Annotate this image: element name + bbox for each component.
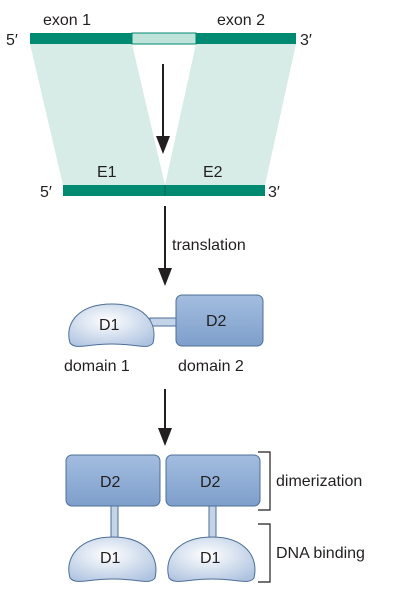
three-prime-mrna: 3′ <box>268 184 280 201</box>
splice-arrow <box>156 64 170 154</box>
translation-arrow <box>158 206 172 286</box>
dna-binding-bracket <box>258 523 271 583</box>
exon-2-label: exon 2 <box>217 12 265 29</box>
dimerization-arrow <box>158 389 172 446</box>
intron-bar <box>131 32 197 45</box>
d1-domain-shape <box>68 303 155 347</box>
splice-funnel-right <box>165 44 296 185</box>
exon-2-bar <box>196 33 296 44</box>
five-prime-mrna: 5′ <box>40 184 52 201</box>
d2-left-label: D2 <box>100 474 121 491</box>
d2-right-label: D2 <box>200 474 221 491</box>
d2-domain-shape <box>175 294 264 347</box>
d1-label: D1 <box>99 317 120 334</box>
right-linker <box>208 503 217 539</box>
exon-1-bar <box>30 33 132 44</box>
dimerization-label: dimerization <box>276 473 362 490</box>
dna-binding-label: DNA binding <box>276 545 365 562</box>
mrna-e2-bar <box>165 185 265 196</box>
d1-left-label: D1 <box>100 550 121 567</box>
d1-right-label: D1 <box>200 550 221 567</box>
mrna-e1-bar <box>63 185 165 196</box>
domain-1-label: domain 1 <box>64 358 130 375</box>
three-prime-top: 3′ <box>300 32 312 49</box>
e1-label: E1 <box>97 164 117 181</box>
domain-2-label: domain 2 <box>178 358 244 375</box>
five-prime-top: 5′ <box>6 32 18 49</box>
d2-label: D2 <box>206 313 227 330</box>
d2-left-shape <box>65 454 161 507</box>
dimerization-bracket <box>258 451 271 511</box>
d2-right-shape <box>165 454 261 507</box>
d1-right-shape <box>167 536 256 582</box>
exon-1-label: exon 1 <box>43 12 91 29</box>
splice-funnel-left <box>30 44 165 185</box>
e2-label: E2 <box>203 164 223 181</box>
translation-label: translation <box>172 237 246 254</box>
d1-left-shape <box>68 536 157 582</box>
left-linker <box>110 503 119 539</box>
